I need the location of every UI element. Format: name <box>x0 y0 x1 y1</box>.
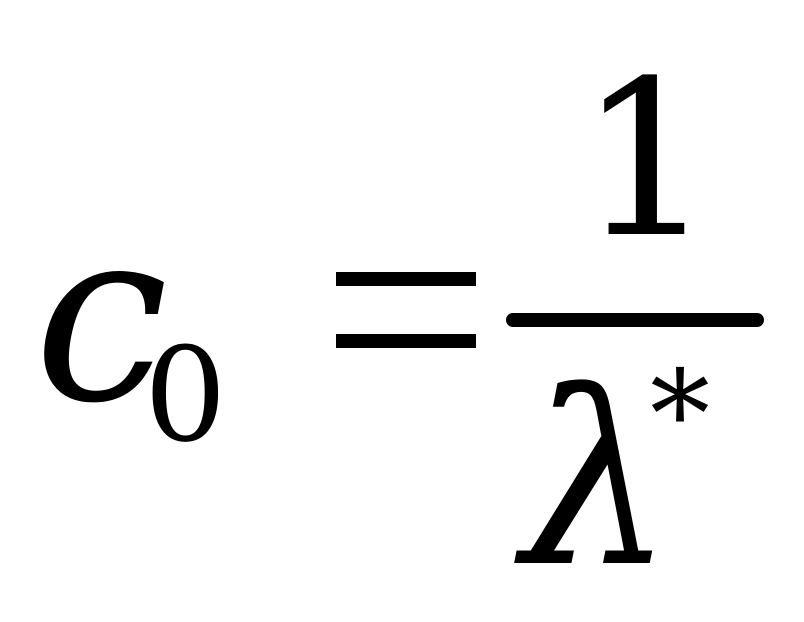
fraction-denominator-symbol: λ <box>522 340 675 620</box>
fraction-numerator: 1 <box>578 34 715 285</box>
fraction-denominator-superscript: * <box>650 346 710 485</box>
lhs-symbol: c <box>34 176 169 456</box>
lhs-subscript: 0 <box>144 319 227 471</box>
equals-sign-top-bar <box>336 272 476 286</box>
fraction-bar <box>506 313 764 327</box>
equals-sign-bottom-bar <box>336 334 476 348</box>
